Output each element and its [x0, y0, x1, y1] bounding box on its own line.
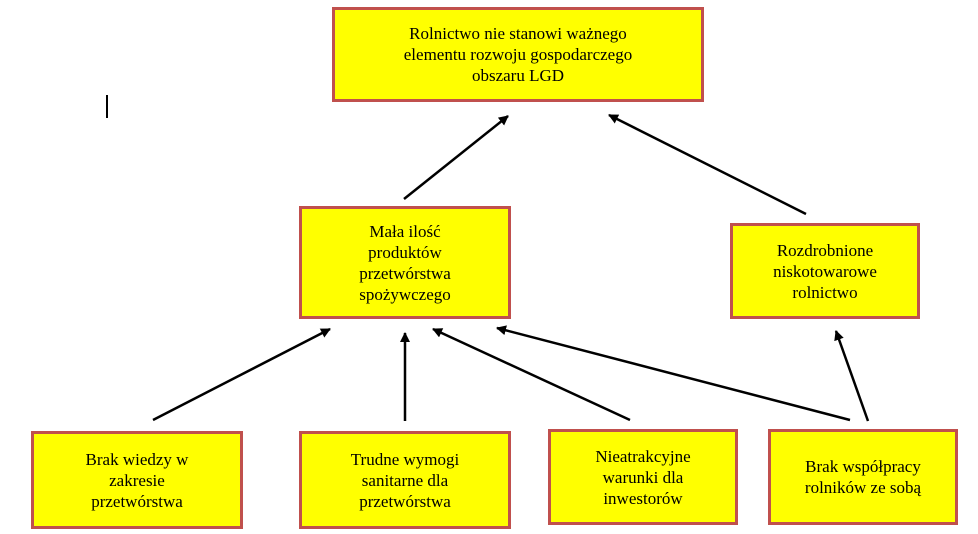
node-mid-right: Rozdrobnione niskotowarowe rolnictwo [730, 223, 920, 319]
node-mid-left-line-1: Mała ilość [369, 221, 441, 241]
arrow-bottom-3-to-mid-left [432, 327, 631, 422]
arrow-mid-right-to-top [608, 113, 807, 216]
node-bottom-1: Brak wiedzy w zakresie przetwórstwa [31, 431, 243, 529]
node-mid-left: Mała ilość produktów przetwórstwa spożyw… [299, 206, 511, 319]
arrow-bottom-4-to-mid-right [834, 330, 870, 422]
node-bottom-2-line-3: przetwórstwa [359, 491, 451, 511]
node-bottom-2: Trudne wymogi sanitarne dla przetwórstwa [299, 431, 511, 529]
node-top-line-3: obszaru LGD [471, 66, 565, 85]
node-bottom-1-line-3: przetwórstwa [91, 491, 183, 511]
text-cursor [106, 95, 108, 118]
node-bottom-2-line-1: Trudne wymogi [350, 449, 460, 469]
node-top: Rolnictwo nie stanowi ważnego elementu r… [332, 7, 704, 102]
node-bottom-3-line-2: warunki dla [602, 467, 684, 487]
arrow-bottom-1-to-mid-left [152, 327, 331, 422]
node-bottom-3-line-3: inwestorów [603, 488, 683, 508]
node-bottom-4-line-2: rolników ze sobą [804, 478, 922, 497]
node-mid-left-line-3: przetwórstwa [359, 263, 451, 283]
node-mid-left-line-2: produktów [368, 242, 442, 262]
node-bottom-3: Nieatrakcyjne warunki dla inwestorów [548, 429, 738, 525]
node-top-line-1: Rolnictwo nie stanowi ważnego [409, 24, 627, 43]
node-bottom-1-line-1: Brak wiedzy w [85, 449, 189, 469]
node-bottom-3-line-1: Nieatrakcyjne [595, 446, 691, 466]
node-mid-right-line-3: rolnictwo [792, 282, 858, 302]
arrow-mid-left-to-top [403, 115, 509, 200]
node-bottom-4-line-1: Brak współpracy [805, 457, 921, 476]
arrow-bottom-4-to-mid-left [496, 325, 851, 422]
node-mid-left-line-4: spożywczego [359, 284, 451, 304]
node-bottom-4: Brak współpracy rolników ze sobą [768, 429, 958, 525]
node-bottom-2-line-2: sanitarne dla [361, 470, 449, 490]
node-mid-right-line-1: Rozdrobnione [776, 240, 874, 260]
node-top-line-2: elementu rozwoju gospodarczego [403, 45, 633, 64]
node-bottom-1-line-2: zakresie [109, 470, 165, 490]
node-mid-right-line-2: niskotowarowe [773, 261, 877, 281]
